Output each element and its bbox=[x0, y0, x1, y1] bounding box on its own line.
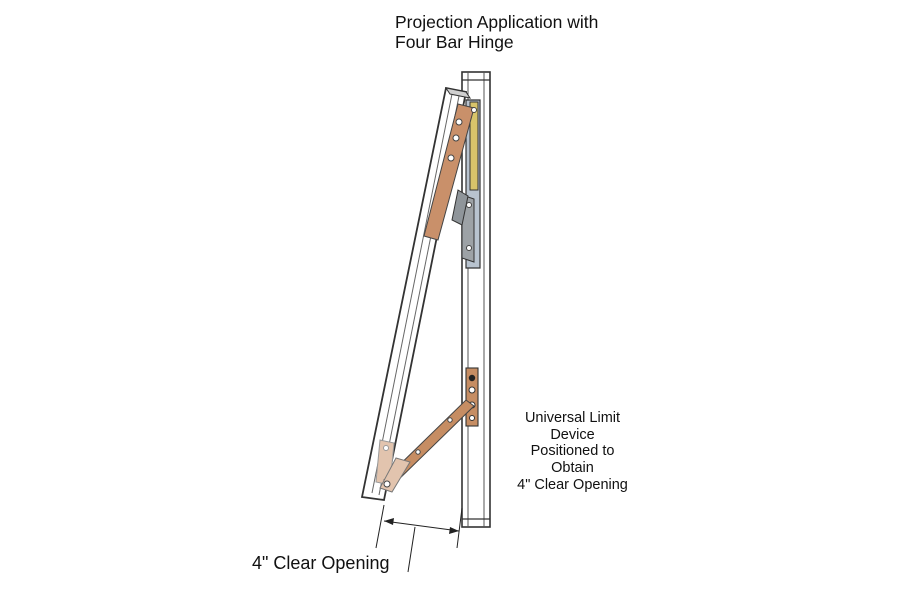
hinge-steel-link-2 bbox=[451, 189, 469, 226]
limit-device-note-line: Device bbox=[550, 426, 595, 443]
diagram-title-line1: Projection Application with bbox=[395, 12, 599, 32]
limit-device-note-line: Obtain bbox=[551, 460, 594, 477]
hinge-sash-arm bbox=[423, 103, 475, 241]
four-bar-hinge bbox=[423, 99, 481, 269]
limit-device-note-line: Positioned to bbox=[530, 443, 615, 460]
diagram-title-line2: Four Bar Hinge bbox=[395, 32, 514, 53]
hinge-yellow-bracket bbox=[469, 101, 479, 191]
clear-opening-dimension bbox=[375, 504, 463, 573]
limit-device-note-line: Universal Limit bbox=[524, 410, 621, 426]
limit-device-note-line: 4" Clear Opening bbox=[517, 476, 628, 493]
limit-device-note: Universal Limit Device Positioned to Obt… bbox=[505, 410, 640, 493]
dimension-leader bbox=[407, 526, 416, 573]
clear-opening-label: 4" Clear Opening bbox=[252, 553, 390, 573]
universal-limit-device bbox=[379, 367, 479, 493]
diagram-title: Projection Application with Four Bar Hin… bbox=[395, 12, 598, 52]
